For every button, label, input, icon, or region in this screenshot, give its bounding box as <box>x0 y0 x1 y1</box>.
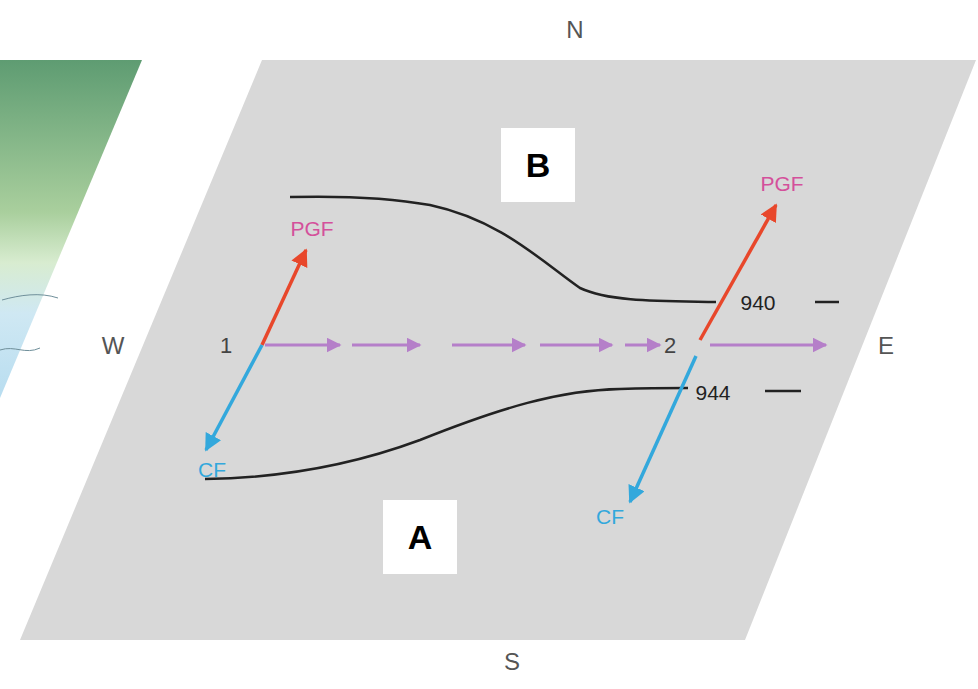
force-label: CF <box>594 505 626 528</box>
cf-arrow <box>206 345 262 450</box>
contour-line <box>0 348 40 351</box>
isobar-line <box>205 388 688 479</box>
pgf-arrow <box>700 205 776 340</box>
compass-label: N <box>564 17 585 43</box>
cf-arrow <box>630 356 696 502</box>
wind-arrow <box>452 344 525 347</box>
force-label: PGF <box>288 217 335 240</box>
isobar-line <box>290 197 716 302</box>
region-box: B <box>501 128 575 202</box>
isobar-tick <box>815 301 839 304</box>
compass-label: W <box>100 333 127 359</box>
compass-label: S <box>502 649 522 675</box>
wind-arrow <box>710 344 826 347</box>
pgf-arrow <box>262 250 306 345</box>
wind-arrow <box>265 344 340 347</box>
region-label: B <box>526 146 551 185</box>
contour-line <box>2 295 58 300</box>
region-box: A <box>383 500 457 574</box>
isobar-tick <box>765 390 801 393</box>
force-label: CF <box>196 458 228 481</box>
region-label: A <box>408 518 433 557</box>
force-label: PGF <box>758 172 805 195</box>
point-label: 2 <box>662 334 678 358</box>
wind-arrow <box>352 344 420 347</box>
isobar-value: 944 <box>693 381 732 404</box>
point-label: 1 <box>218 334 234 358</box>
wind-arrow <box>540 344 612 347</box>
isobar-value: 940 <box>738 291 777 314</box>
map-plane <box>20 60 976 640</box>
wind-arrow <box>625 344 660 347</box>
side-panel <box>0 60 142 398</box>
compass-label: E <box>876 333 896 359</box>
